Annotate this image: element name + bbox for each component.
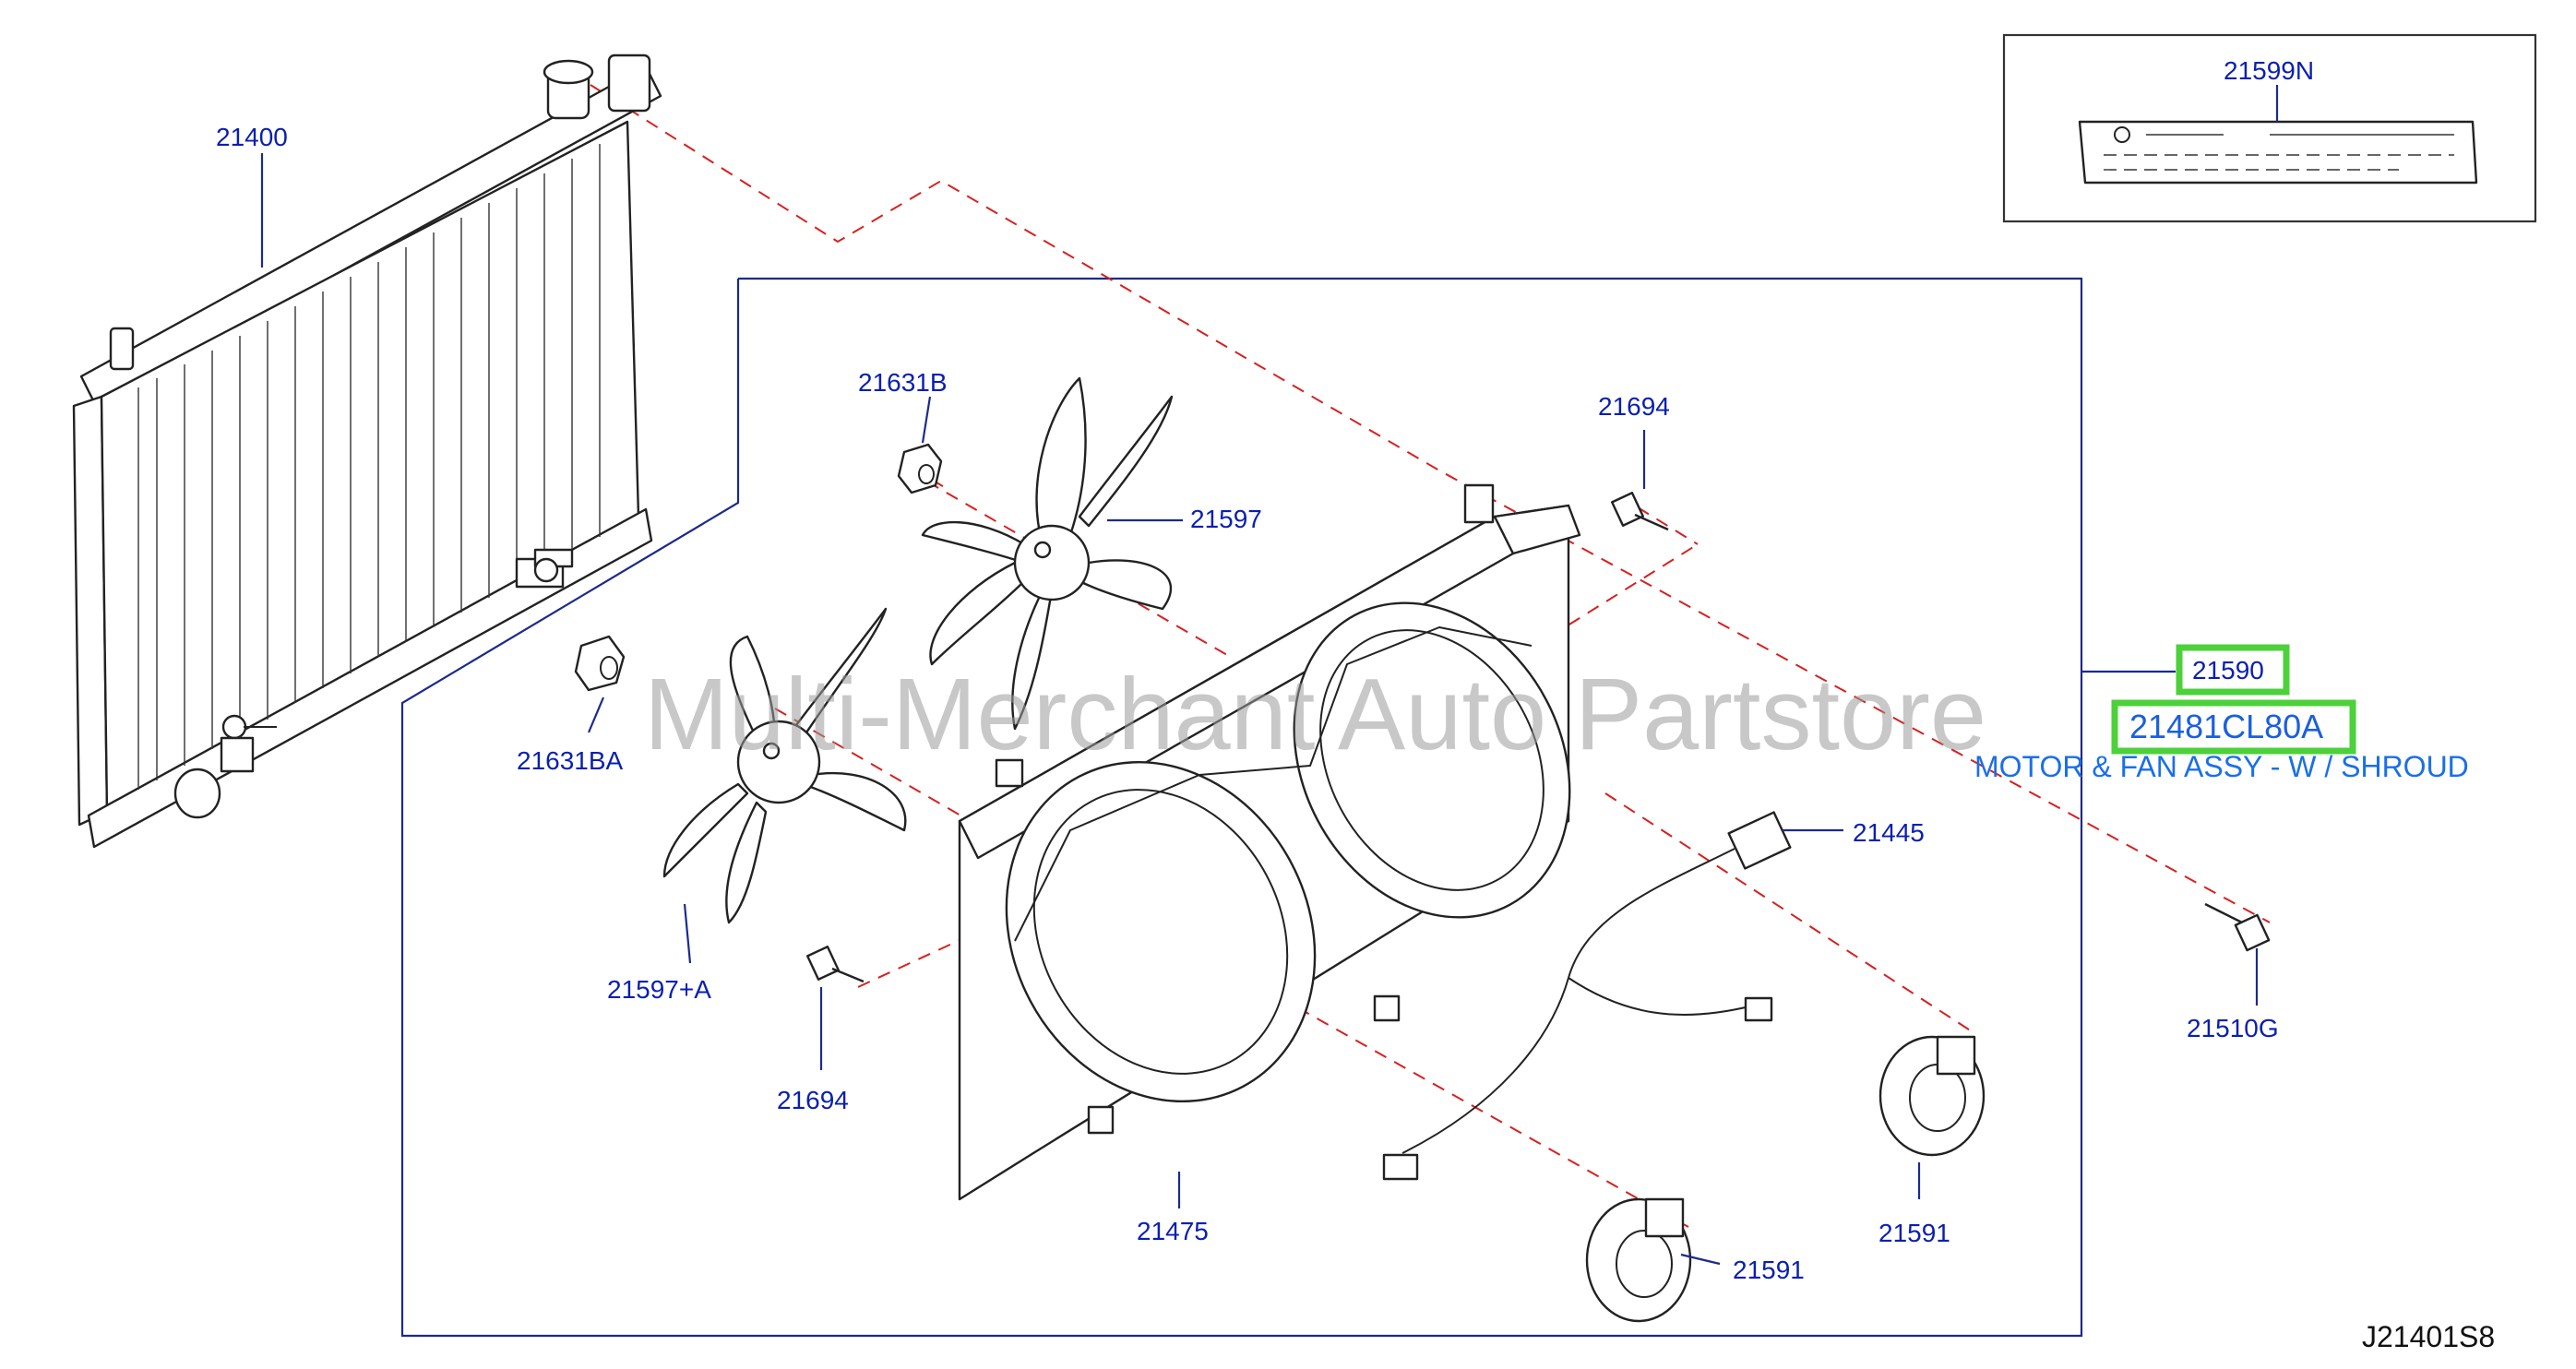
label-21445[interactable]: 21445 — [1853, 818, 1925, 847]
fan-upper — [921, 376, 1174, 731]
bolt-21694-top — [1611, 492, 1669, 531]
watermark-text: Multi-Merchant Auto Partstore — [644, 658, 1986, 771]
label-21694-top[interactable]: 21694 — [1598, 392, 1670, 421]
label-21400[interactable]: 21400 — [216, 123, 288, 151]
nut-21631ba — [574, 635, 626, 692]
label-21591-right[interactable]: 21591 — [1878, 1219, 1950, 1247]
diagram-code: J21401S8 — [2362, 1320, 2495, 1353]
label-21590[interactable]: 21590 — [2192, 656, 2264, 684]
label-21631b[interactable]: 21631B — [858, 368, 948, 397]
fan-motor-left — [1585, 1197, 1692, 1323]
label-21599n[interactable]: 21599N — [2224, 56, 2314, 85]
label-21475[interactable]: 21475 — [1137, 1217, 1209, 1245]
label-box-21599n — [2002, 33, 2537, 223]
label-21510g[interactable]: 21510G — [2187, 1014, 2279, 1042]
bolt-21694-bottom — [806, 946, 865, 983]
label-21631ba[interactable]: 21631BA — [517, 746, 624, 775]
fan-motor-right — [1878, 1035, 1986, 1157]
radiator — [72, 54, 662, 849]
description-motor-fan-assy: MOTOR & FAN ASSY - W / SHROUD — [1974, 750, 2469, 783]
bolt-21510g — [2204, 902, 2271, 952]
leader-lines — [260, 85, 2279, 1266]
fan-lower — [662, 607, 907, 924]
assembly-frame — [400, 277, 2176, 1338]
wire-harness — [1382, 811, 1792, 1181]
fan-shroud — [958, 483, 1581, 1201]
label-21694-bottom[interactable]: 21694 — [777, 1086, 849, 1114]
label-21597[interactable]: 21597 — [1190, 505, 1262, 533]
highlight-21590 — [2176, 644, 2290, 696]
label-21597a[interactable]: 21597+A — [607, 975, 711, 1004]
label-21591-left[interactable]: 21591 — [1733, 1256, 1805, 1284]
highlight-21481cl80a — [2111, 699, 2356, 755]
label-21481cl80a[interactable]: 21481CL80A — [2129, 708, 2323, 745]
nut-21631b — [897, 443, 943, 494]
